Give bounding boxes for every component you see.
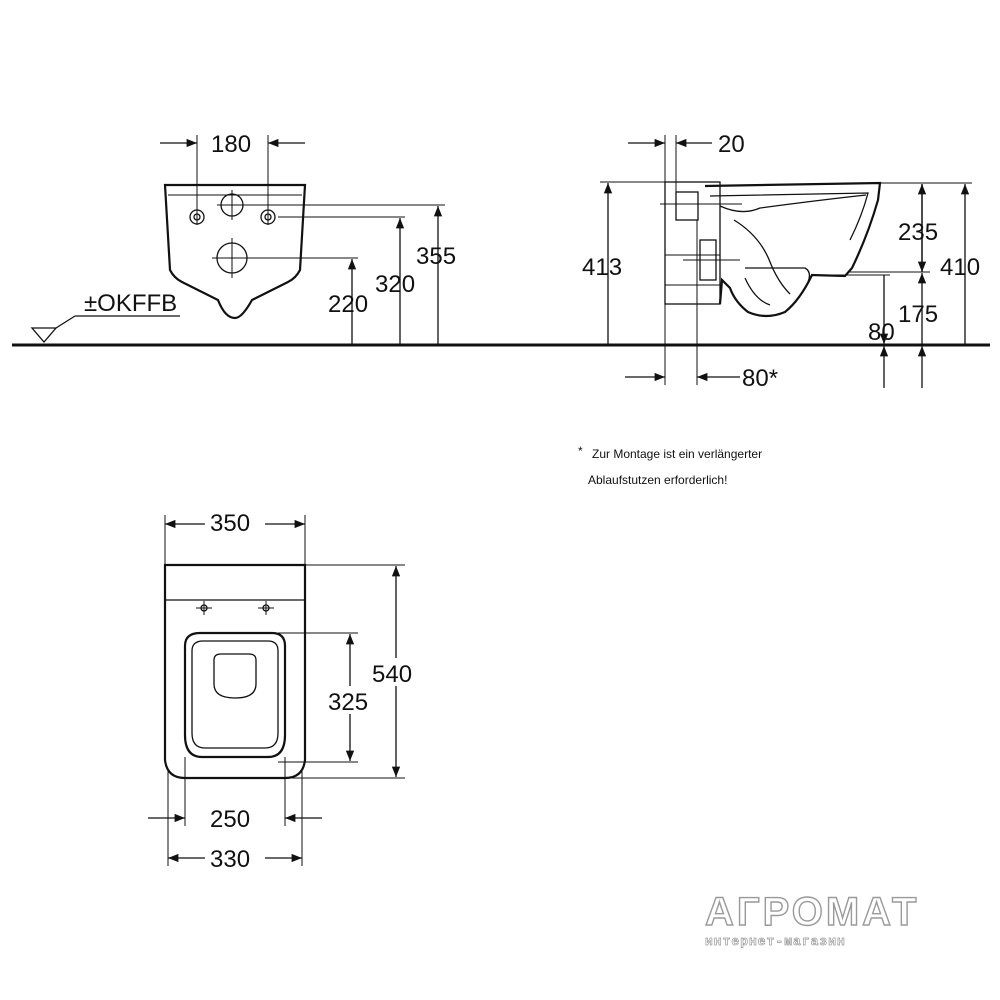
dim-330: 330 <box>210 846 250 873</box>
dim-540: 540 <box>372 661 412 688</box>
dim-235: 235 <box>898 219 938 246</box>
front-view: 180 355 320 220 ±OKFFB <box>30 131 456 345</box>
top-seat-hole-left <box>196 601 212 615</box>
watermark-logo: АГРОМАТ интернет-магазин <box>704 889 919 949</box>
top-inner-rim <box>183 631 287 759</box>
okffb-label: ±OKFFB <box>84 290 177 317</box>
front-bowl-outline <box>163 183 307 320</box>
top-view: 350 540 325 250 330 <box>148 505 418 873</box>
dim-413: 413 <box>582 254 622 281</box>
watermark-brand: АГРОМАТ <box>705 890 919 934</box>
dim-20: 20 <box>718 131 745 158</box>
svg-text:*: * <box>578 444 583 458</box>
dim-325: 325 <box>328 689 368 716</box>
top-seat-hole-right <box>258 601 274 615</box>
dim-175: 175 <box>898 301 938 328</box>
dim-180: 180 <box>211 131 251 158</box>
dim-80-star: 80* <box>742 365 778 392</box>
watermark-tagline: интернет-магазин <box>705 934 846 949</box>
dim-355: 355 <box>416 243 456 270</box>
floor-reference-symbol <box>30 327 58 343</box>
side-view: 20 413 410 235 175 80 80* <box>582 131 980 392</box>
side-mounting-block <box>664 181 721 305</box>
note-line-1: Zur Montage ist ein verlängerter <box>592 447 762 461</box>
dim-410: 410 <box>940 254 980 281</box>
note-line-2: Ablaufstutzen erforderlich! <box>588 473 727 487</box>
top-drain <box>213 653 257 699</box>
dim-250: 250 <box>210 806 250 833</box>
installation-note: * Zur Montage ist ein verlängerter Ablau… <box>578 444 762 487</box>
dim-350: 350 <box>210 510 250 537</box>
dim-220: 220 <box>328 291 368 318</box>
dim-80: 80 <box>868 319 895 346</box>
side-bowl-outline <box>704 181 882 318</box>
dim-320: 320 <box>375 271 415 298</box>
